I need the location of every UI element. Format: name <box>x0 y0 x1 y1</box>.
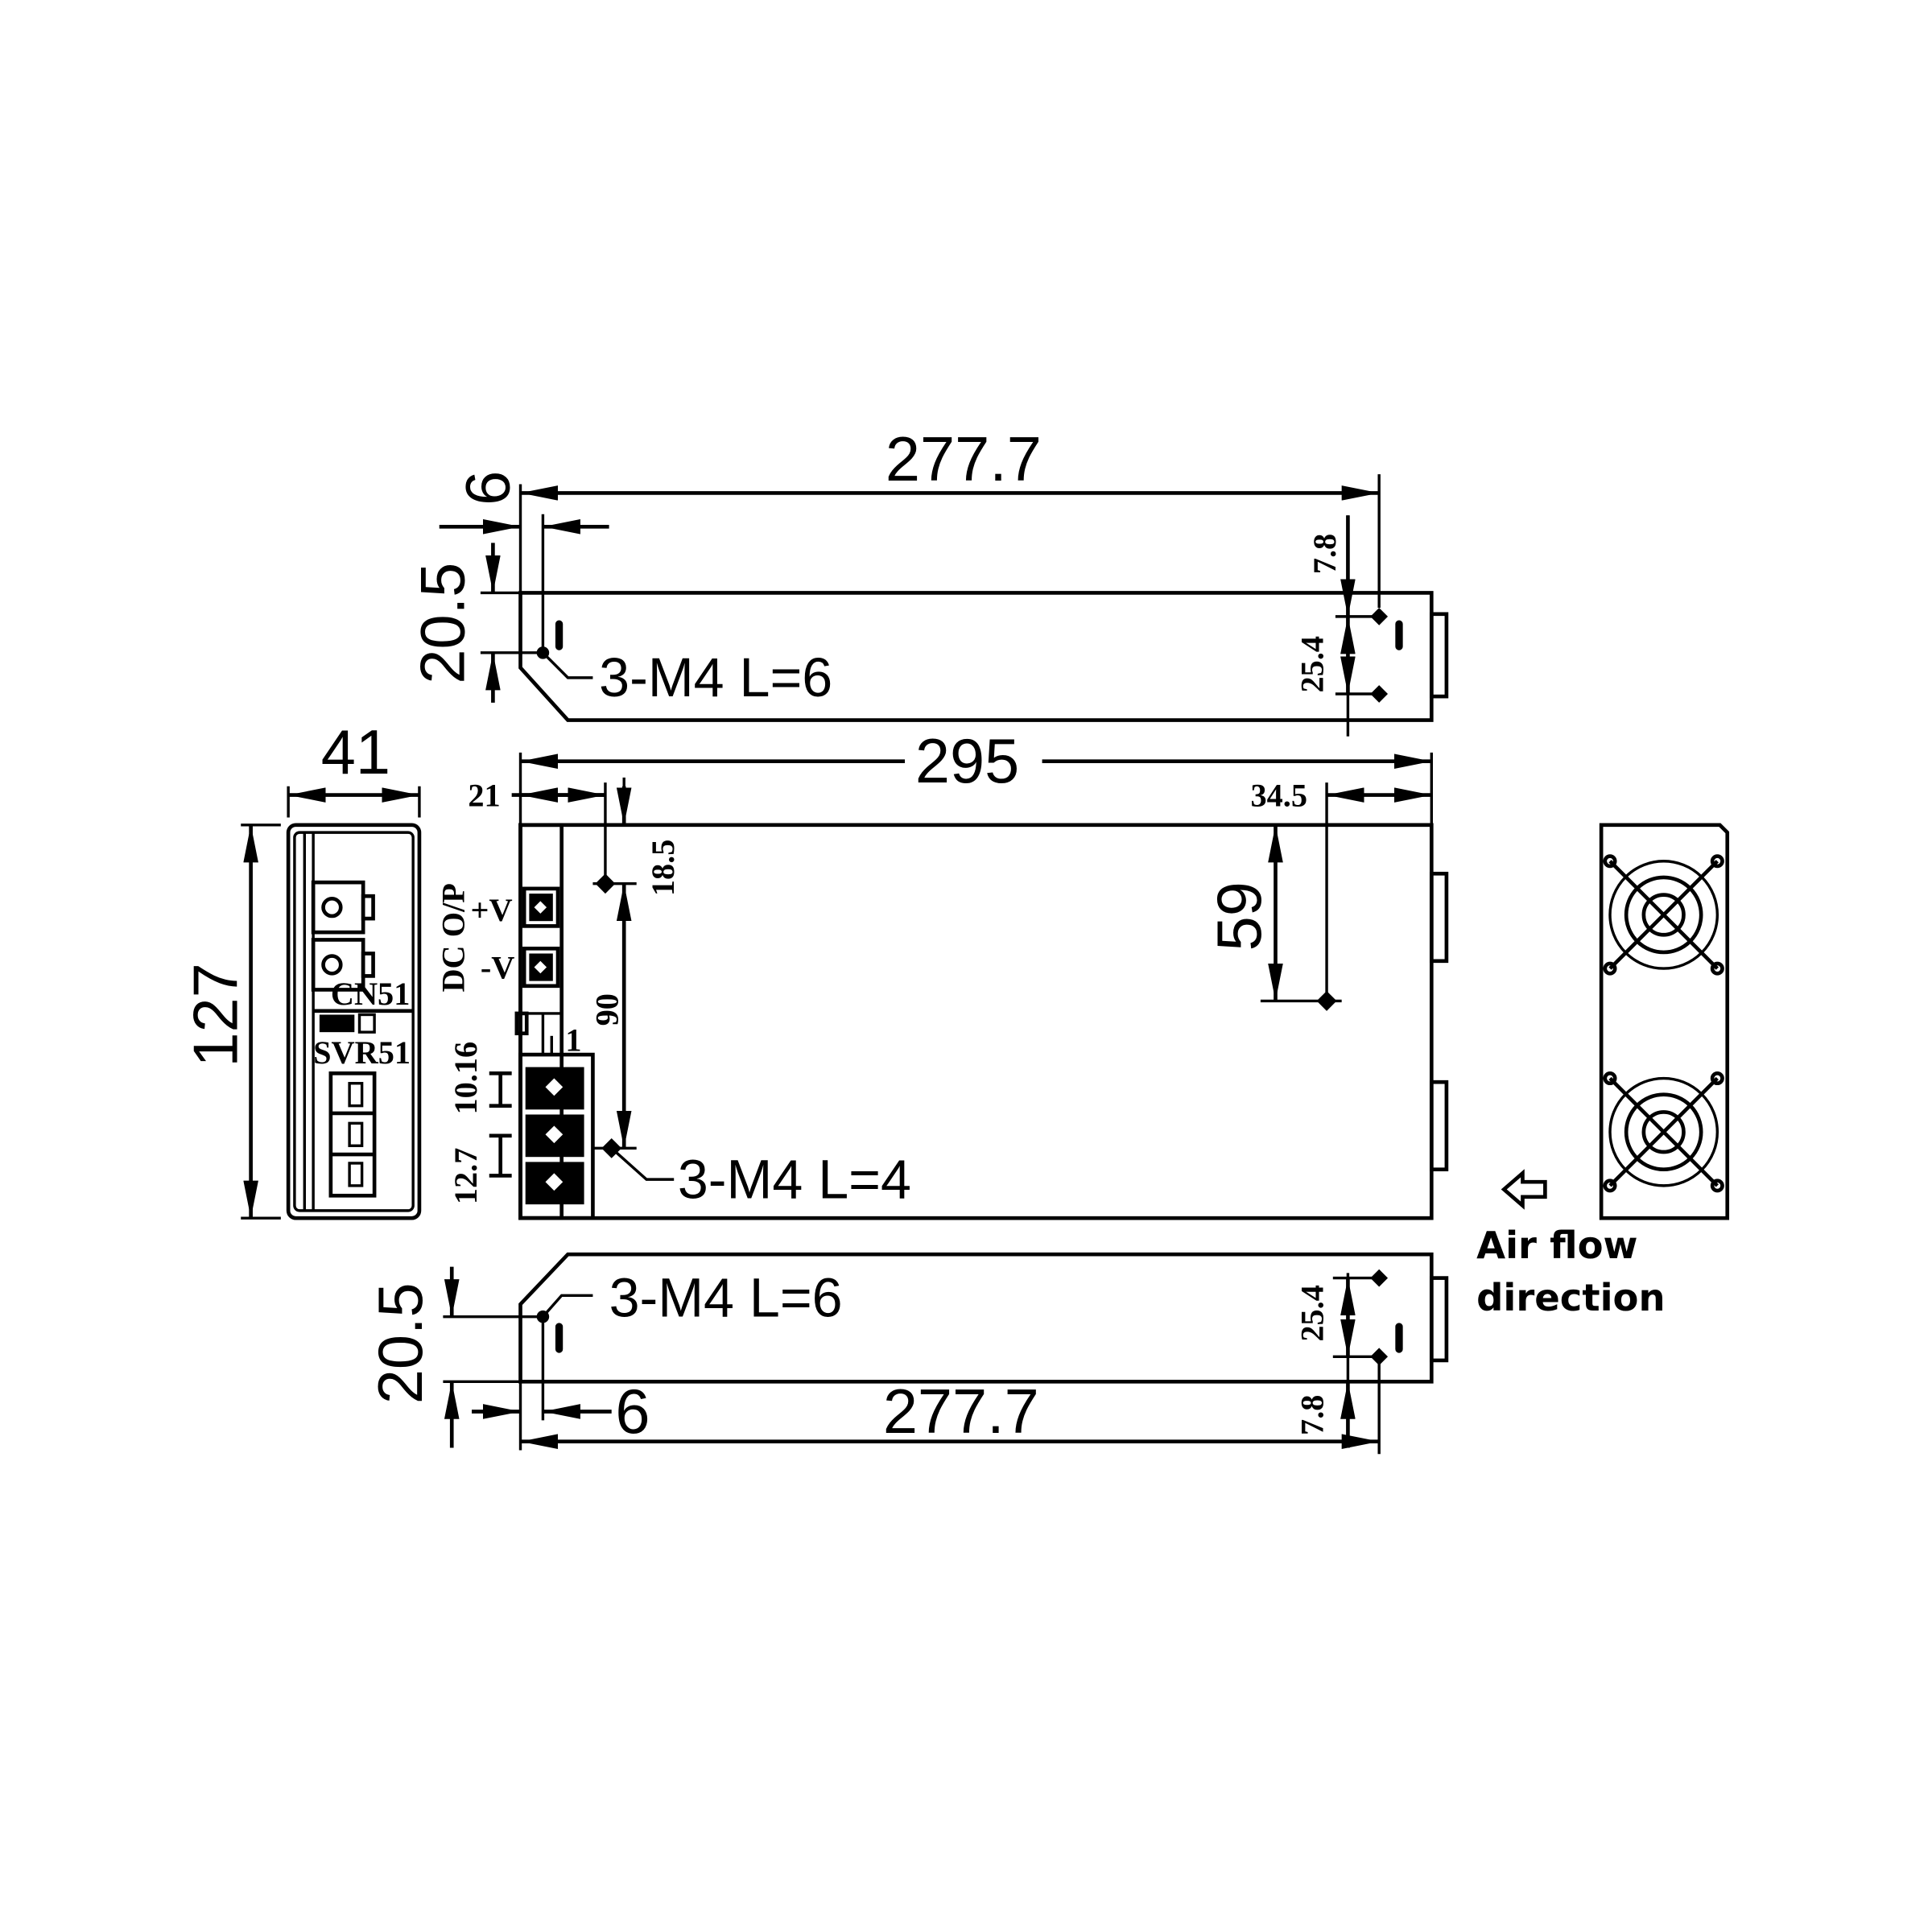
tb1-terminals[interactable] <box>525 1067 584 1205</box>
side-terminal-block <box>328 1071 377 1198</box>
front-view: 1 DC O/P +V -V 10.16 12.7 295 21 18.5 90… <box>436 727 1449 1220</box>
bottom-view-connector-tab <box>1429 1276 1449 1363</box>
mount-slot <box>1395 1323 1403 1353</box>
dim-pitch-10-16: 10.16 <box>448 1042 484 1115</box>
mount-slot <box>1395 620 1403 650</box>
mount-hole <box>1316 991 1337 1011</box>
front-screw-note: 3-M4 L=4 <box>678 1149 911 1210</box>
side-view: CN51 SVR51 41 127 <box>182 718 422 1220</box>
side-tab <box>1429 871 1449 964</box>
top-view: 277.7 6 20.5 7.8 25.4 3-M4 L=6 <box>409 425 1449 737</box>
dc-output-label: DC O/P <box>436 883 472 992</box>
dim-side-height: 127 <box>182 963 251 1067</box>
dim-top-length: 277.7 <box>886 425 1042 494</box>
dim-hole-top-offset: 18.5 <box>645 840 681 897</box>
fan-view: Air flow direction <box>1476 823 1730 1319</box>
dim-top-right-offset: 7.8 <box>1307 534 1343 574</box>
airflow-arrow-icon <box>1501 1169 1547 1210</box>
minus-v-label: -V <box>481 950 515 986</box>
cn51-label: CN51 <box>331 976 411 1012</box>
bottom-view: 20.5 6 277.7 25.4 7.8 3-M4 L=6 <box>366 1252 1449 1455</box>
dim-side-width: 41 <box>321 718 390 787</box>
dim-right-hole-depth: 59 <box>1205 881 1274 951</box>
fan-view-outline <box>1599 823 1730 1220</box>
fan-icon <box>1603 1071 1724 1193</box>
dim-front-length: 295 <box>915 727 1019 796</box>
terminal-minus-v[interactable] <box>522 946 560 989</box>
dim-bottom-height: 20.5 <box>366 1282 436 1404</box>
cn51-connector <box>311 880 365 935</box>
dim-top-height: 20.5 <box>409 563 478 684</box>
airflow-label-line1: Air flow <box>1476 1224 1637 1267</box>
top-screw-note: 3-M4 L=6 <box>599 647 832 708</box>
terminal-plus-v[interactable] <box>522 886 560 928</box>
bottom-screw-note: 3-M4 L=6 <box>609 1268 843 1329</box>
dim-bottom-right-offset: 7.8 <box>1294 1395 1330 1435</box>
side-view-outline <box>286 823 422 1220</box>
dim-hole-spacing: 90 <box>588 993 625 1026</box>
tb1-pin1-label: 1 <box>565 1022 581 1058</box>
plus-v-label: +V <box>470 892 512 928</box>
mount-slot <box>555 1323 564 1353</box>
dim-bottom-length: 277.7 <box>883 1377 1039 1447</box>
dim-right-hole-offset: 34.5 <box>1250 778 1307 814</box>
mount-slot <box>555 620 564 650</box>
fan-icon <box>1603 854 1724 976</box>
dim-top-hole-pitch: 25.4 <box>1294 636 1330 693</box>
dim-bottom-edge-offset: 6 <box>615 1377 650 1447</box>
svr51-trimmer[interactable] <box>319 1014 355 1033</box>
dim-top-edge-offset: 6 <box>454 471 523 506</box>
top-view-connector-tab <box>1429 612 1449 699</box>
bottom-view-outline <box>518 1252 1434 1384</box>
dim-pitch-12-7: 12.7 <box>448 1148 484 1205</box>
terminal-block-tb1 <box>518 1052 595 1220</box>
side-tab <box>1429 1080 1449 1172</box>
top-view-outline <box>518 591 1434 722</box>
dim-bottom-hole-pitch: 25.4 <box>1294 1285 1330 1342</box>
dim-terminal-offset: 21 <box>468 778 500 814</box>
mount-hole <box>595 873 616 894</box>
airflow-label-line2: direction <box>1476 1276 1665 1319</box>
svr51-label: SVR51 <box>313 1034 411 1071</box>
